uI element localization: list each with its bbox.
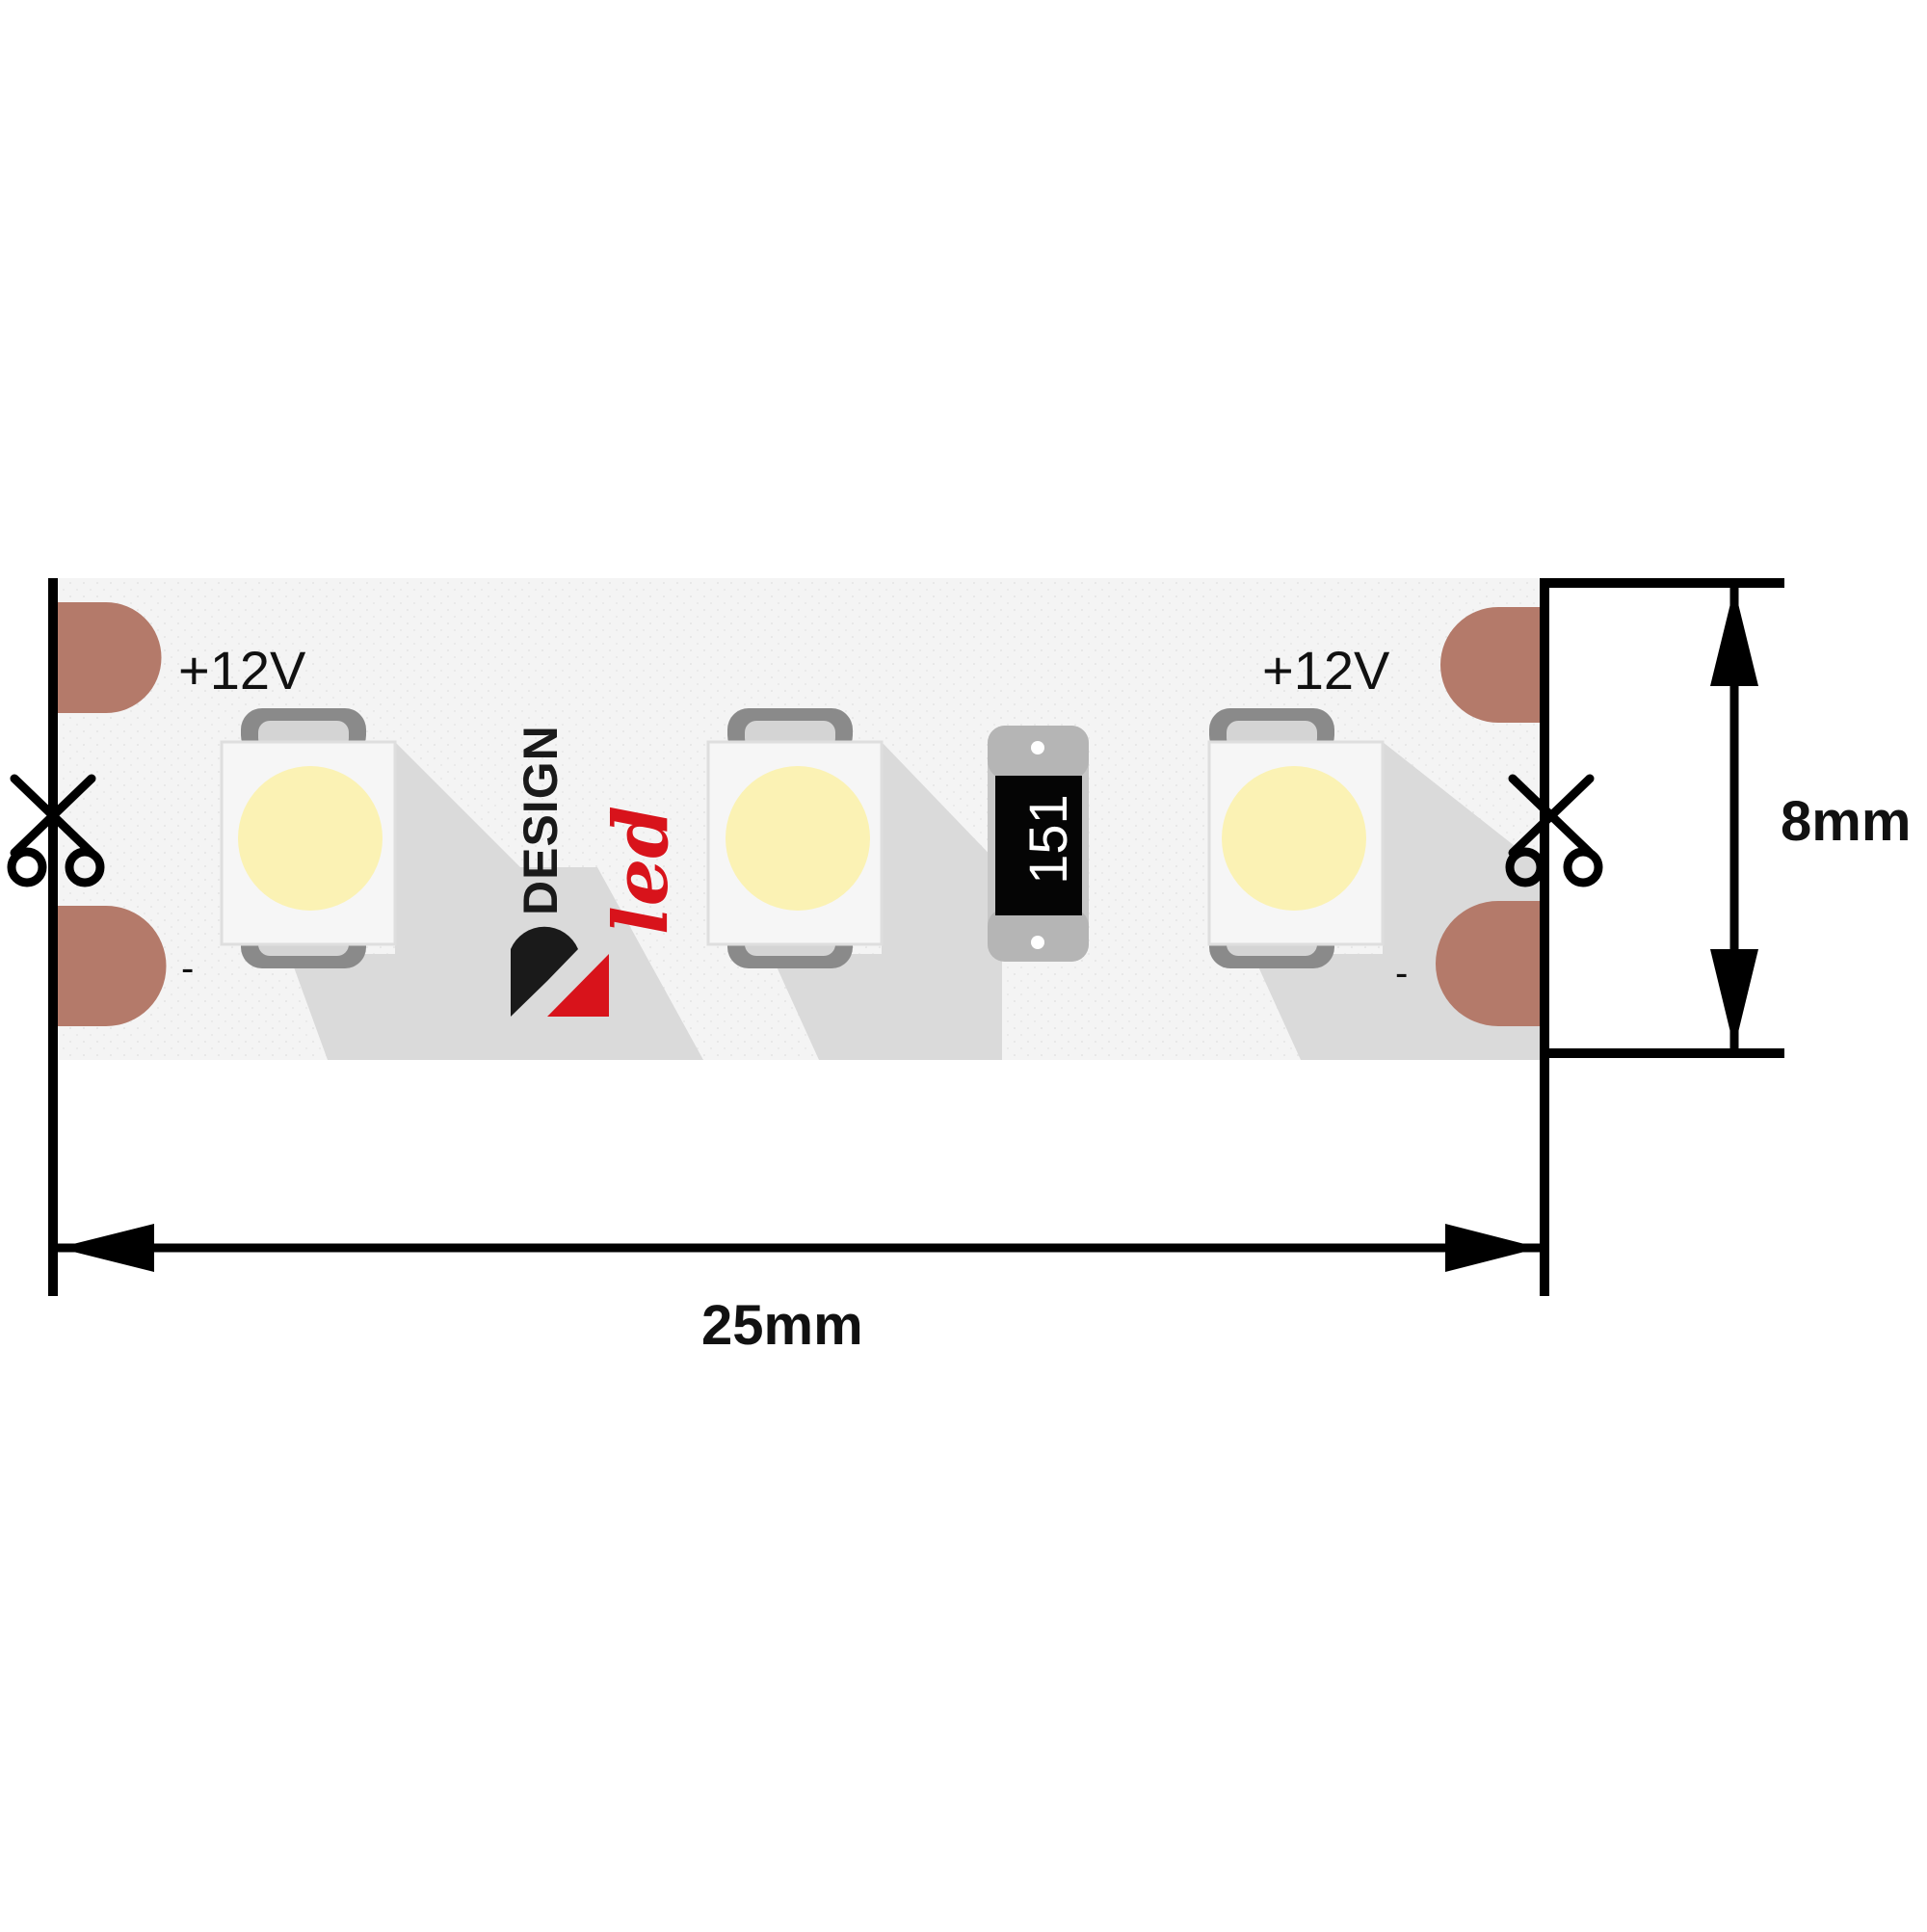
brand-logo-accent: led (597, 806, 685, 935)
positive-terminal-label-left: +12V (178, 640, 306, 701)
resistor (988, 726, 1089, 962)
led-light-3 (1222, 766, 1366, 911)
brand-logo: DESIGN led (501, 617, 685, 1021)
negative-terminal-label-left: - (181, 947, 195, 990)
negative-terminal-label-right: - (1395, 952, 1409, 994)
width-dimension-label: 25mm (701, 1294, 863, 1357)
width-dimension (48, 578, 1549, 1296)
arrow-icon (1445, 1224, 1540, 1272)
height-dimension-label: 8mm (1781, 790, 1912, 853)
brand-logo-text: DESIGN (514, 725, 568, 915)
arrow-icon (1710, 588, 1758, 686)
resistor-code-label: 151 (1016, 794, 1078, 885)
led-light-2 (726, 766, 870, 911)
arrow-icon (58, 1224, 154, 1272)
copper-pads (58, 602, 1542, 1026)
led-chip-2 (706, 708, 884, 968)
scissors-icon (1505, 774, 1603, 887)
arrow-icon (1710, 949, 1758, 1048)
led-light-1 (238, 766, 383, 911)
led-chip-3 (1207, 708, 1385, 968)
positive-terminal-label-right: +12V (1262, 640, 1390, 701)
led-chip-1 (220, 708, 397, 968)
height-dimension (1546, 578, 1784, 1058)
brand-mark (511, 926, 609, 1017)
